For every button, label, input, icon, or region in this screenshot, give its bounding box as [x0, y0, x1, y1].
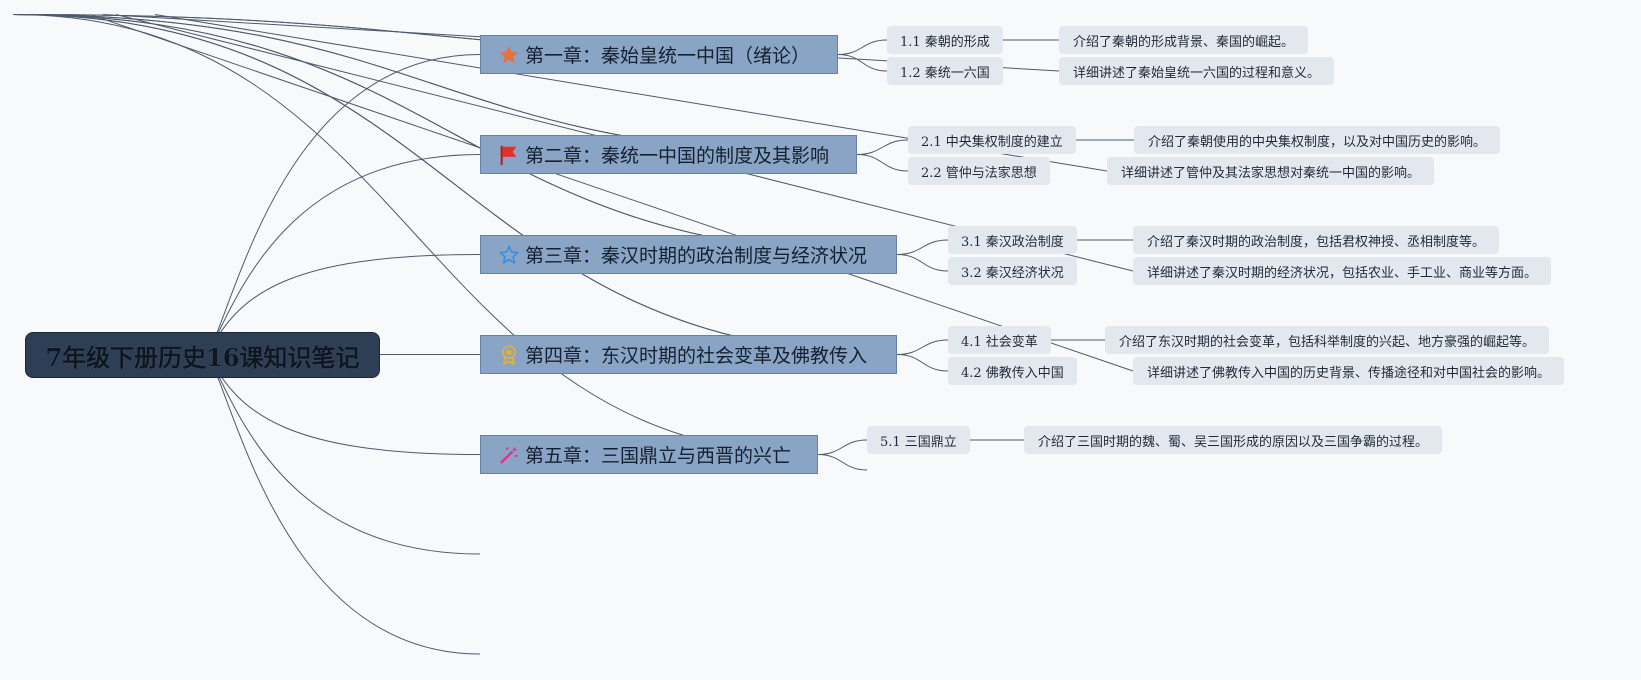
section-4-1[interactable]: 4.1 社会变革 [948, 326, 1051, 354]
section-4-2[interactable]: 4.2 佛教传入中国 [948, 357, 1077, 385]
chapter-1-topic[interactable]: 第一章：秦始皇统一中国（绪论） [480, 35, 838, 74]
chapter-5-branch-line-2 [12, 14, 819, 455]
section-1-1-label: 1.1 秦朝的形成 [900, 34, 990, 50]
chapter-1-branch-line-1 [837, 39, 888, 55]
root-branch-line-3 [207, 254, 481, 355]
detail-4-2[interactable]: 详细讲述了佛教传入中国的历史背景、传播途径和对中国社会的影响。 [1133, 357, 1565, 385]
star-outline-icon [497, 243, 521, 267]
detail-2-2[interactable]: 详细讲述了管仲及其法家思想对秦统一中国的影响。 [1107, 157, 1435, 185]
section-2-1-label: 2.1 中央集权制度的建立 [921, 134, 1063, 150]
detail-4-1-text: 介绍了东汉时期的社会变革，包括科举制度的兴起、地方豪强的崛起等。 [1119, 334, 1536, 350]
section-2-1[interactable]: 2.1 中央集权制度的建立 [908, 126, 1076, 154]
section-3-2[interactable]: 3.2 秦汉经济状况 [948, 257, 1077, 285]
chapter-1-branch-line-3 [837, 54, 888, 72]
chapter-5-branch-line-3 [817, 454, 868, 471]
detail-1-1-text: 介绍了秦朝的形成背景、秦国的崛起。 [1073, 34, 1295, 50]
detail-5-1-text: 介绍了三国时期的魏、蜀、吴三国形成的原因以及三国争霸的过程。 [1038, 434, 1429, 450]
detail-5-1[interactable]: 介绍了三国时期的魏、蜀、吴三国形成的原因以及三国争霸的过程。 [1024, 426, 1443, 454]
detail-4-2-text: 详细讲述了佛教传入中国的历史背景、传播途径和对中国社会的影响。 [1147, 365, 1551, 381]
chapter-2-branch-line-1 [856, 139, 909, 155]
chapter-3-topic[interactable]: 第三章：秦汉时期的政治制度与经济状况 [480, 235, 897, 274]
section-2-2-label: 2.2 管仲与法家思想 [921, 165, 1037, 181]
section-3-1[interactable]: 3.1 秦汉政治制度 [948, 226, 1077, 254]
detail-4-1[interactable]: 介绍了东汉时期的社会变革，包括科举制度的兴起、地方豪强的崛起等。 [1105, 326, 1550, 354]
chapter-4-branch-line-4 [12, 14, 898, 355]
root-branch-line-6 [207, 353, 481, 555]
detail-2-1[interactable]: 介绍了秦朝使用的中央集权制度，以及对中国历史的影响。 [1134, 126, 1501, 154]
chapter-2-topic[interactable]: 第二章：秦统一中国的制度及其影响 [480, 135, 857, 174]
detail-2-2-text: 详细讲述了管仲及其法家思想对秦统一中国的影响。 [1121, 165, 1421, 181]
chapter-1-label: 第一章：秦始皇统一中国（绪论） [525, 45, 811, 67]
section-5-1[interactable]: 5.1 三国鼎立 [867, 426, 970, 454]
chapter-4-branch-line-1 [896, 339, 949, 355]
section-1-1[interactable]: 1.1 秦朝的形成 [887, 26, 1003, 54]
chapter-5-topic[interactable]: 第五章：三国鼎立与西晋的兴亡 [480, 435, 818, 474]
chapter-3-label: 第三章：秦汉时期的政治制度与经济状况 [525, 245, 868, 267]
section-5-1-label: 5.1 三国鼎立 [880, 434, 957, 450]
section-4-2-detail-line [89, 14, 1134, 372]
section-4-2-label: 4.2 佛教传入中国 [961, 365, 1064, 381]
root-topic-label: 7年级下册历史16课知识笔记 [45, 342, 360, 372]
root-branch-line-7 [207, 353, 481, 655]
chapter-2-label: 第二章：秦统一中国的制度及其影响 [525, 145, 830, 167]
chapter-4-topic[interactable]: 第四章：东汉时期的社会变革及佛教传入 [480, 335, 897, 374]
section-2-2[interactable]: 2.2 管仲与法家思想 [908, 157, 1050, 185]
root-branch-line-2 [207, 154, 481, 355]
root-branch-line-1 [207, 54, 481, 355]
chapter-4-label: 第四章：东汉时期的社会变革及佛教传入 [525, 345, 868, 367]
section-3-2-label: 3.2 秦汉经济状况 [961, 265, 1064, 281]
section-1-2[interactable]: 1.2 秦统一六国 [887, 57, 1003, 85]
star-icon [497, 43, 521, 67]
chapter-5-branch-line-1 [817, 439, 868, 455]
medal-icon [497, 343, 521, 367]
detail-3-1[interactable]: 介绍了秦汉时期的政治制度，包括君权神授、丞相制度等。 [1133, 226, 1500, 254]
chapter-3-branch-line-3 [896, 254, 949, 272]
flag-icon [497, 143, 521, 167]
detail-3-2-text: 详细讲述了秦汉时期的经济状况，包括农业、手工业、商业等方面。 [1147, 265, 1538, 281]
detail-1-2-text: 详细讲述了秦始皇统一六国的过程和意义。 [1073, 65, 1321, 81]
chapter-5-label: 第五章：三国鼎立与西晋的兴亡 [525, 445, 792, 467]
chapter-2-branch-line-3 [856, 154, 909, 172]
section-3-1-label: 3.1 秦汉政治制度 [961, 234, 1064, 250]
chapter-4-branch-line-3 [896, 354, 949, 372]
detail-3-2[interactable]: 详细讲述了秦汉时期的经济状况，包括农业、手工业、商业等方面。 [1133, 257, 1552, 285]
root-topic[interactable]: 7年级下册历史16课知识笔记 [25, 332, 380, 378]
magic-wand-icon [497, 443, 521, 467]
section-1-2-label: 1.2 秦统一六国 [900, 65, 990, 81]
section-4-1-label: 4.1 社会变革 [961, 334, 1038, 350]
detail-2-1-text: 介绍了秦朝使用的中央集权制度，以及对中国历史的影响。 [1148, 134, 1487, 150]
detail-1-1[interactable]: 介绍了秦朝的形成背景、秦国的崛起。 [1059, 26, 1309, 54]
chapter-3-branch-line-1 [896, 239, 949, 255]
detail-1-2[interactable]: 详细讲述了秦始皇统一六国的过程和意义。 [1059, 57, 1335, 85]
detail-3-1-text: 介绍了秦汉时期的政治制度，包括君权神授、丞相制度等。 [1147, 234, 1486, 250]
